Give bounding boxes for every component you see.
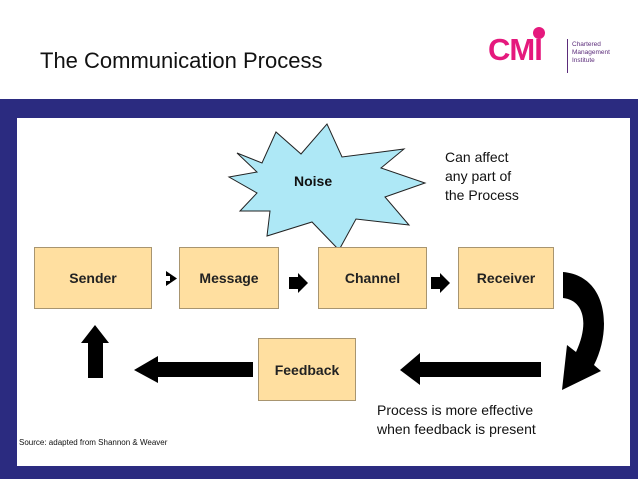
arrow-channel-receiver [431,273,450,293]
arrow-up-to-sender [81,325,109,378]
channel-label: Channel [344,270,401,286]
sender-label: Sender [69,270,117,286]
cmi-logo: CMI Chartered Management Institute [488,26,638,86]
feedback-note-line-2: when feedback is present [377,421,536,437]
message-label: Message [199,270,259,286]
arrow-to-feedback [400,353,541,385]
noise-note-line-1: Can affect [445,149,509,165]
arrow-from-feedback [134,356,253,383]
noise-burst [227,123,427,251]
noise-note: Can affect any part of the Process [445,148,519,205]
feedback-note: Process is more effective when feedback … [377,401,536,439]
feedback-box: Feedback [258,338,356,401]
feedback-label: Feedback [274,362,340,378]
logo-divider [567,39,568,73]
sender-box: Sender [34,247,152,309]
logo-line-3: Institute [572,57,595,64]
noise-note-line-2: any part of [445,168,512,184]
message-box: Message [179,247,279,309]
noise-note-line-3: the Process [445,187,519,203]
logo-mark: CMI [488,32,543,67]
logo-line-2: Management [572,49,610,56]
slide-title: The Communication Process [40,48,323,73]
logo-dot-icon [533,27,545,39]
logo-line-1: Chartered [572,41,601,48]
source-caption: Source: adapted from Shannon & Weaver [19,438,168,447]
noise-label: Noise [294,173,333,189]
arrow-receiver-loop [562,272,605,390]
channel-box: Channel [318,247,427,309]
receiver-box: Receiver [458,247,554,309]
receiver-label: Receiver [476,270,536,286]
arrow-sender-message [166,271,177,286]
arrow-message-channel [289,273,308,293]
feedback-note-line-1: Process is more effective [377,402,534,418]
